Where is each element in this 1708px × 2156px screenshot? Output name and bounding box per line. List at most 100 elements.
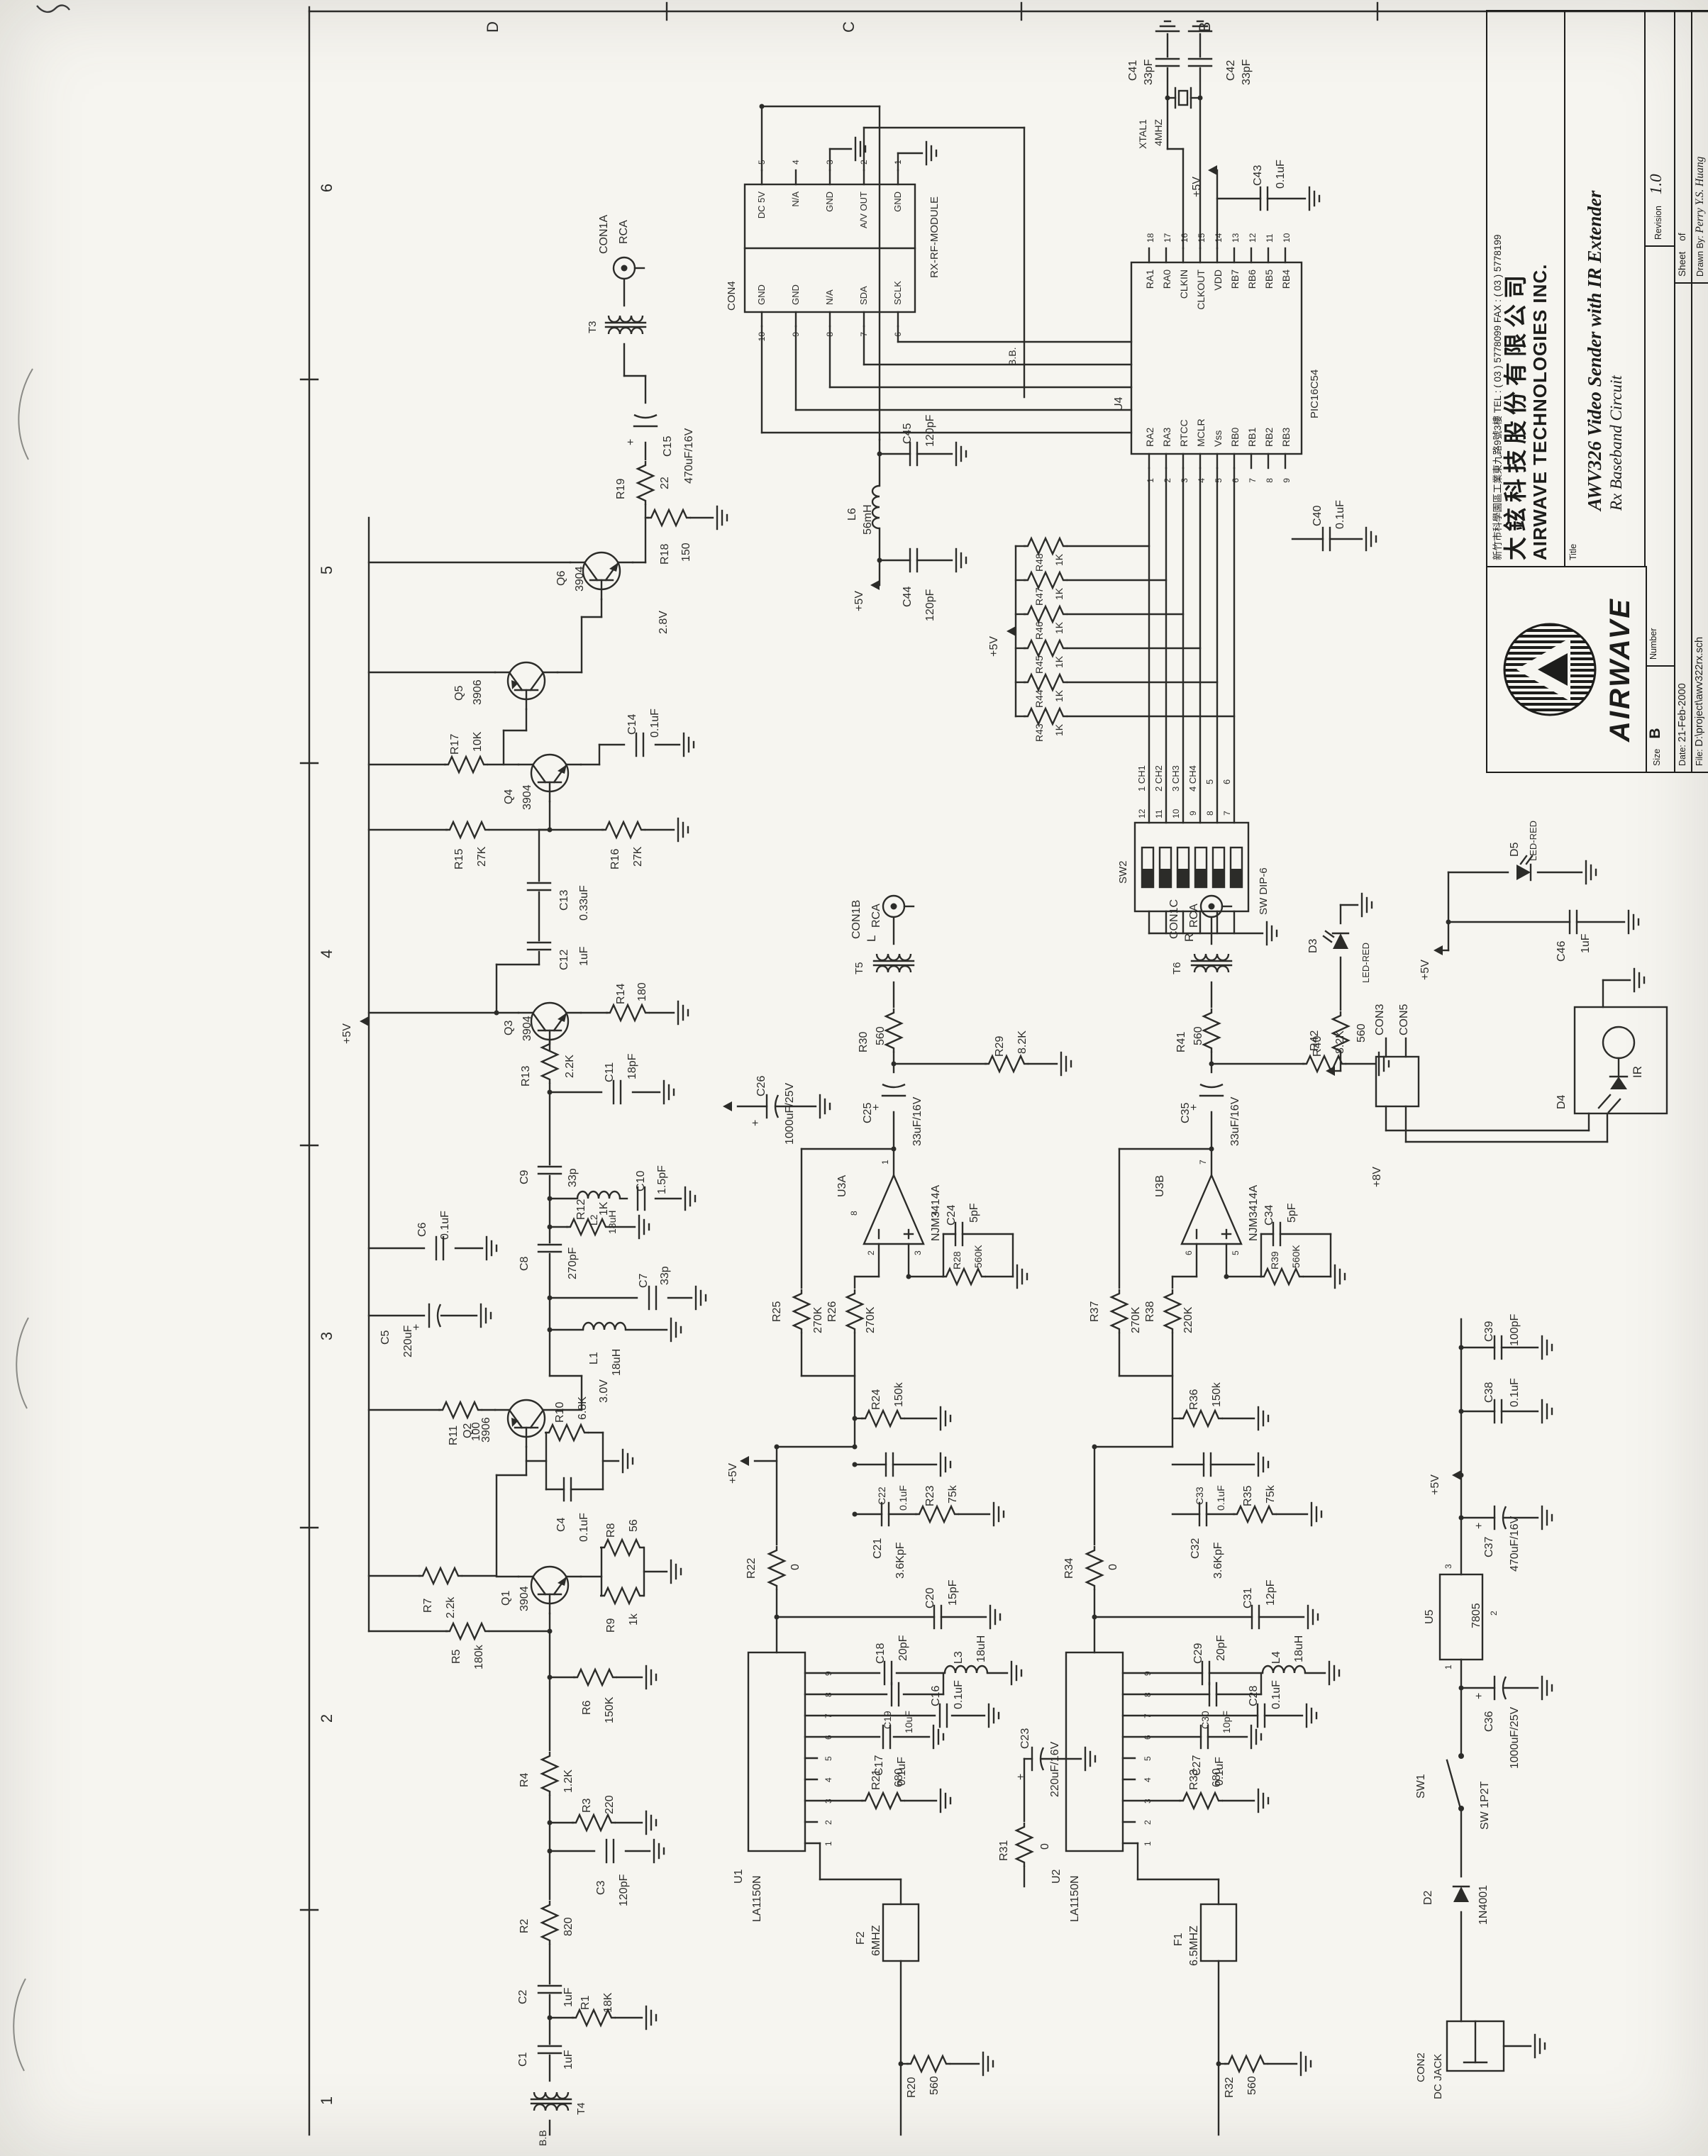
component-label: 12pF (1265, 1579, 1277, 1606)
component-label: 8 (824, 1692, 833, 1697)
vcc-symbol (1326, 1066, 1335, 1076)
component-label: 4 (824, 1777, 833, 1782)
resv-symbol (861, 1408, 905, 1428)
component-label: 9 (1188, 811, 1198, 816)
gnd-symbol (1541, 1335, 1553, 1360)
capv-symbol (882, 1724, 892, 1750)
gnd-symbol (1633, 967, 1646, 993)
component-label: 6.5MHZ (1188, 1926, 1200, 1966)
component-label: 270pF (567, 1247, 579, 1279)
res-symbol (884, 1008, 904, 1052)
dot-symbol (852, 1416, 858, 1421)
zone-column-label: 2 (318, 1714, 336, 1723)
capv-symbol (1321, 526, 1331, 552)
dot-symbol (1209, 1061, 1214, 1067)
component-label: R31 (998, 1840, 1010, 1861)
gnd-symbol (621, 1448, 634, 1474)
component-label: RX-RF-MODULE (928, 196, 941, 278)
component-label: R25 (771, 1301, 783, 1322)
component-label: 1 (1143, 1841, 1153, 1846)
component-label: 7 (1248, 478, 1258, 483)
capv-symbol (636, 1186, 646, 1211)
capv-symbol (1202, 1452, 1212, 1477)
component-label: 33p (567, 1168, 579, 1187)
component-label: 2 (859, 160, 869, 165)
component-label: C18 (875, 1643, 887, 1664)
dot-symbol (774, 1444, 780, 1450)
pnp-symbol (494, 1399, 559, 1448)
component-label: R37 (1089, 1301, 1101, 1322)
component-label: Q4 (503, 789, 515, 804)
component-label: +5V (727, 1463, 739, 1484)
resv-symbol (445, 820, 489, 840)
component-label: Q1 (500, 1591, 512, 1606)
component-label: 3904 (521, 1016, 533, 1041)
vcc-symbol (1434, 945, 1443, 955)
component-label: 8 (1265, 478, 1275, 483)
component-label: R33 (1188, 1769, 1200, 1790)
component-label: 0.1uF (1334, 500, 1346, 529)
size-cell: SizeB (1646, 665, 1674, 772)
file-cell: File: D:\project\awv322rx.sch (1692, 282, 1708, 772)
component-label: 1 (880, 1160, 890, 1165)
gnd-symbol (925, 140, 938, 166)
component-label: 2.8V (658, 611, 670, 634)
gnd-symbol (992, 1501, 1005, 1527)
component-label: 1K (1053, 689, 1065, 702)
component-label: C37 (1483, 1537, 1495, 1557)
gnd-symbol (716, 505, 728, 530)
dio-symbol (1452, 1885, 1470, 1902)
pcaph-symbol (633, 413, 658, 428)
title-label: Title (1568, 543, 1578, 560)
gnd-symbol (485, 1235, 498, 1261)
gnd-symbol (932, 1724, 945, 1750)
dot-symbol (547, 1196, 553, 1201)
component-label: 3906 (480, 1417, 492, 1443)
component-label: RB3 (1280, 428, 1292, 447)
component-label: 1uF (578, 946, 590, 966)
component-label: L2 (588, 1214, 599, 1226)
component-label: 3904 (518, 1586, 531, 1611)
xfmr-symbol (1190, 953, 1233, 973)
component-label: LED-RED (1360, 943, 1371, 983)
pcap-symbol (428, 1303, 442, 1328)
component-label: C27 (1191, 1755, 1203, 1776)
component-label: R10 (554, 1402, 566, 1423)
component-label: RB5 (1263, 270, 1275, 289)
component-label: + (1473, 1693, 1485, 1699)
component-label: LED-RED (1528, 821, 1538, 861)
gnd-symbol (955, 548, 967, 573)
component-label: T6 (1171, 962, 1183, 974)
component-label: 14 (1214, 233, 1224, 243)
capv-symbol (1493, 1399, 1503, 1424)
component-label: 6 (1143, 1735, 1153, 1740)
component-label: C4 (555, 1517, 567, 1532)
component-label: + (1473, 1523, 1485, 1529)
component-label: RCA (618, 220, 630, 244)
component-label: D5 (1509, 842, 1521, 857)
resv-symbol (985, 1054, 1028, 1074)
component-label: Q6 (555, 571, 567, 586)
component-label: 56mH (862, 504, 874, 535)
dot-symbol (898, 2061, 904, 2067)
component-label: U3B (1154, 1175, 1166, 1197)
res-symbol (540, 1901, 560, 1945)
gnd-symbol (1541, 1399, 1553, 1424)
resv-symbol (445, 1621, 489, 1641)
component-label: C29 (1192, 1643, 1204, 1664)
component-label: R26 (826, 1301, 838, 1322)
sheet-subtitle: Rx Baseband Circuit (1607, 375, 1625, 511)
gnd-symbol (677, 1000, 689, 1026)
component-label: C15 (662, 436, 674, 457)
component-label: 100 (470, 1422, 482, 1441)
component-label: 18uH (611, 1349, 623, 1376)
component-label: C6 (416, 1222, 428, 1237)
component-label: GND (892, 191, 903, 212)
component-label: 560 (928, 2076, 941, 2095)
component-label: 3 (1143, 1799, 1153, 1804)
component-label: 2 (1143, 1820, 1153, 1825)
component-label: XTAL1 (1137, 119, 1148, 149)
pcap-symbol (1031, 1746, 1045, 1772)
component-label: GND (756, 284, 767, 305)
